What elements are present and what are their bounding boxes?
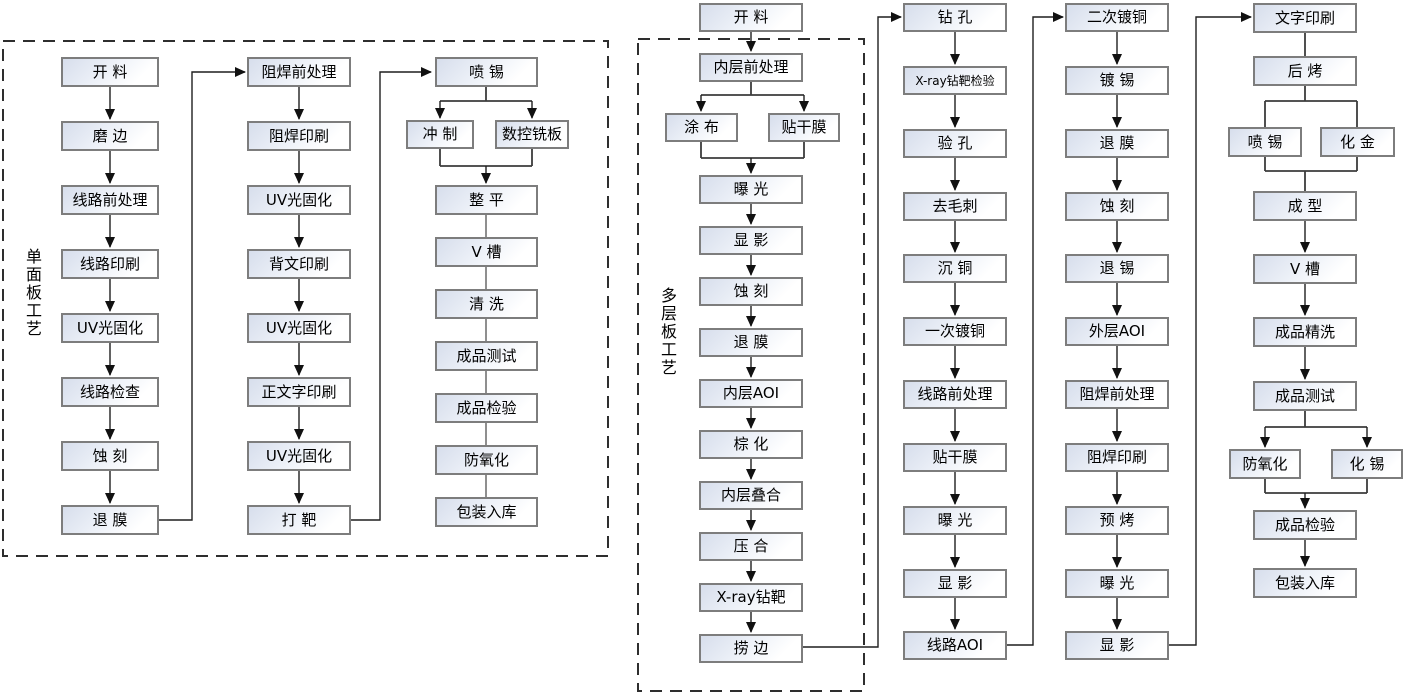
flow-node: 成品精洗 (1253, 317, 1357, 347)
flow-node: UV光固化 (247, 441, 351, 471)
flow-node: 去毛刺 (903, 192, 1007, 221)
flow-node: 显 影 (699, 226, 803, 255)
flow-node: 成品测试 (1253, 381, 1357, 411)
flow-node: 线路前处理 (61, 185, 159, 215)
flow-node: 外层AOI (1065, 317, 1169, 346)
flow-node: 防氧化 (435, 445, 538, 475)
flow-node: UV光固化 (247, 185, 351, 215)
flow-node: 压 合 (699, 532, 803, 561)
flow-node: 化 金 (1320, 127, 1395, 157)
flow-node: 二次镀铜 (1065, 3, 1169, 32)
flow-node: 后 烤 (1253, 56, 1357, 86)
flow-node: 成品测试 (435, 341, 538, 371)
flow-node: 退 锡 (1065, 254, 1169, 283)
flow-node: 蚀 刻 (61, 441, 159, 471)
single-panel-section-label: 单面板工艺 (23, 248, 42, 338)
flow-node: 捞 边 (699, 634, 803, 663)
flow-node: 曝 光 (903, 506, 1007, 535)
flow-node: 线路检查 (61, 377, 159, 407)
flow-node: 包装入库 (435, 497, 538, 527)
flow-node: 蚀 刻 (1065, 192, 1169, 221)
flow-node: 退 膜 (699, 328, 803, 357)
multilayer-group-border (637, 38, 865, 692)
flow-node: 曝 光 (1065, 569, 1169, 598)
flow-node: X-ray钻靶 (699, 583, 803, 612)
flow-node: 磨 边 (61, 121, 159, 151)
flow-node: 防氧化 (1229, 449, 1301, 479)
flow-node: 成 型 (1253, 191, 1357, 221)
flow-node: 清 洗 (435, 289, 538, 319)
flow-node: X-ray钻靶检验 (903, 66, 1007, 95)
flow-node: 钻 孔 (903, 3, 1007, 32)
flow-node: 阻焊前处理 (247, 57, 351, 87)
flow-node: 线路印刷 (61, 249, 159, 279)
flow-node: 涂 布 (665, 113, 738, 142)
flow-node: 显 影 (1065, 631, 1169, 660)
flow-node: 背文印刷 (247, 249, 351, 279)
flow-node: 开 料 (699, 3, 803, 32)
flow-node: 曝 光 (699, 175, 803, 204)
flow-node: 数控铣板 (495, 120, 569, 149)
flow-node: 蚀 刻 (699, 277, 803, 306)
flow-node: V 槽 (435, 237, 538, 267)
flow-node: 成品检验 (435, 393, 538, 423)
flow-node: 棕 化 (699, 430, 803, 459)
flow-node: 冲 制 (406, 120, 474, 149)
flow-node: 文字印刷 (1253, 3, 1357, 33)
flow-node: 验 孔 (903, 129, 1007, 158)
flow-node: 打 靶 (247, 505, 351, 535)
flow-node: V 槽 (1253, 254, 1357, 284)
flow-node: 贴干膜 (768, 113, 840, 142)
flow-node: 阻焊印刷 (247, 121, 351, 151)
flow-node: UV光固化 (61, 313, 159, 343)
single-panel-group-border (2, 40, 609, 557)
flow-node: 线路AOI (903, 631, 1007, 660)
flow-node: 喷 锡 (1228, 127, 1302, 157)
flow-node: 镀 锡 (1065, 66, 1169, 95)
multilayer-section-label: 多层板工艺 (658, 287, 677, 377)
flow-node: 正文字印刷 (247, 377, 351, 407)
flow-node: 退 膜 (61, 505, 159, 535)
flow-node: 贴干膜 (903, 443, 1007, 472)
flow-node: 包装入库 (1253, 568, 1357, 598)
flow-node: 内层叠合 (699, 481, 803, 510)
flow-node: 线路前处理 (903, 380, 1007, 409)
flow-node: 成品检验 (1253, 510, 1357, 540)
flow-node: 一次镀铜 (903, 317, 1007, 346)
flow-node: 沉 铜 (903, 254, 1007, 283)
flow-node: 整 平 (435, 185, 538, 215)
flow-node: 阻焊前处理 (1065, 380, 1169, 409)
flow-node: 显 影 (903, 569, 1007, 598)
flow-node: UV光固化 (247, 313, 351, 343)
flow-node: 内层前处理 (699, 53, 803, 82)
flow-node: 喷 锡 (435, 57, 538, 87)
flow-node: 预 烤 (1065, 506, 1169, 535)
flow-node: 化 锡 (1331, 449, 1403, 479)
flow-node: 退 膜 (1065, 129, 1169, 158)
flow-node: 阻焊印刷 (1065, 443, 1169, 472)
flow-node: 内层AOI (699, 379, 803, 408)
flow-node: 开 料 (61, 57, 159, 87)
